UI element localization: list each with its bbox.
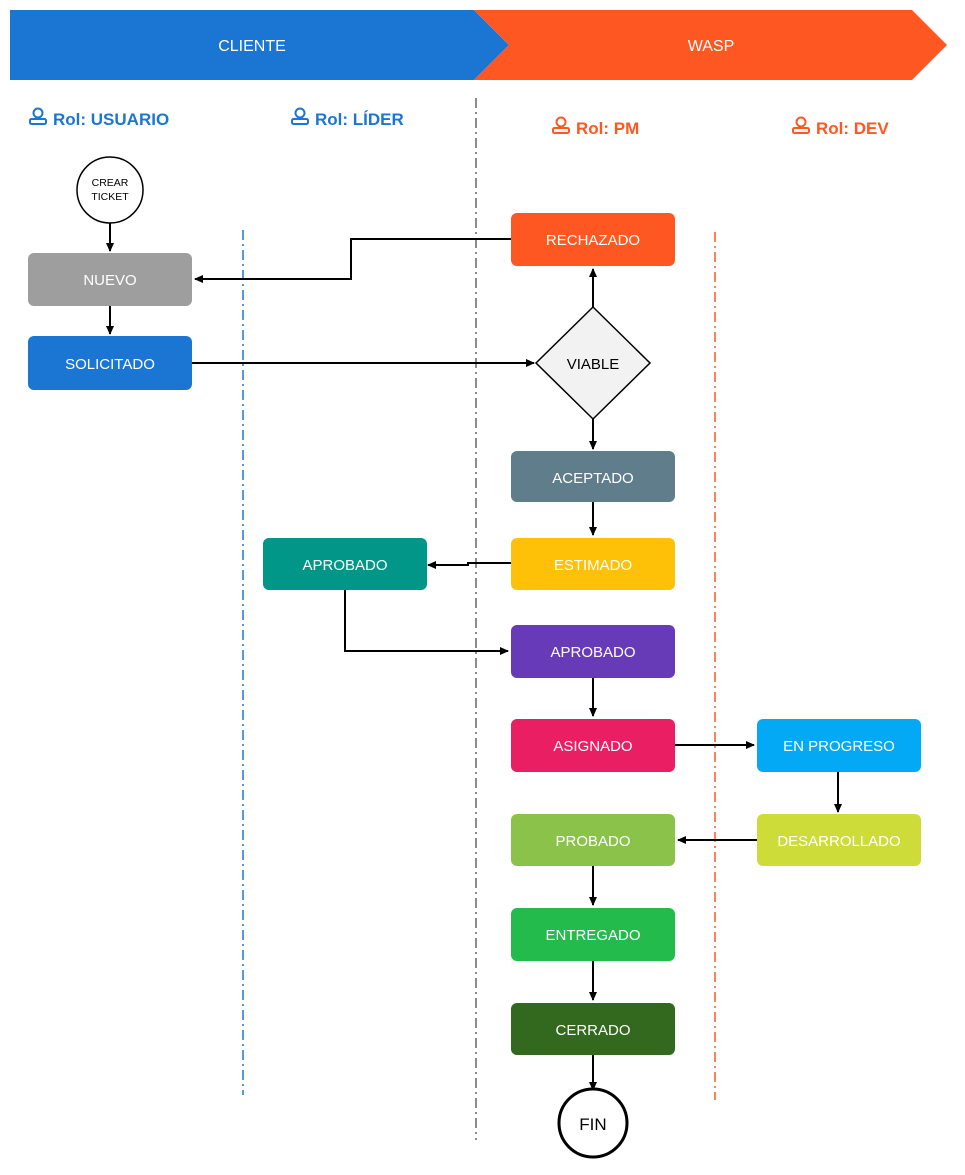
status-label: APROBADO	[550, 644, 635, 661]
role-usuario: Rol: USUARIO	[29, 107, 169, 129]
status-label: CERRADO	[555, 1022, 630, 1039]
status-node-asignado[interactable]: ASIGNADO	[511, 719, 675, 772]
status-node-cerrado[interactable]: CERRADO	[511, 1003, 675, 1055]
status-node-rechazado[interactable]: RECHAZADO	[511, 213, 675, 266]
role-lider-label: Rol: LÍDER	[315, 110, 404, 129]
user-icon	[29, 107, 47, 125]
start-node-crear-ticket[interactable]: CREAR TICKET	[76, 156, 144, 224]
status-label: NUEVO	[83, 272, 136, 289]
status-node-aprobado-pm[interactable]: APROBADO	[511, 625, 675, 678]
connector-rechazado-nuevo	[194, 238, 511, 283]
status-label: PROBADO	[555, 833, 630, 850]
status-label: ENTREGADO	[545, 927, 640, 944]
status-label: ASIGNADO	[553, 738, 632, 755]
status-label: RECHAZADO	[546, 232, 640, 249]
decision-node-viable[interactable]: VIABLE	[534, 305, 652, 421]
connector-estimado-aprobado-lider	[427, 561, 511, 569]
header-cliente-label: CLIENTE	[218, 38, 286, 55]
status-node-entregado[interactable]: ENTREGADO	[511, 908, 675, 961]
status-node-probado[interactable]: PROBADO	[511, 814, 675, 866]
role-pm: Rol: PM	[552, 116, 639, 138]
connector-aprobado-lider-aprobado-pm	[344, 590, 509, 655]
crear-ticket-line-1: CREAR	[92, 177, 129, 189]
status-node-en-progreso[interactable]: EN PROGRESO	[757, 719, 921, 772]
status-node-aprobado-lider[interactable]: APROBADO	[263, 538, 427, 590]
header-wasp: WASP	[474, 10, 947, 80]
header-cliente: CLIENTE	[10, 10, 509, 80]
status-label: ACEPTADO	[552, 470, 633, 487]
role-pm-label: Rol: PM	[576, 119, 639, 138]
decision-label: VIABLE	[567, 356, 620, 373]
end-node-fin[interactable]: FIN	[557, 1087, 629, 1159]
role-lider: Rol: LÍDER	[291, 107, 404, 129]
status-label: ESTIMADO	[554, 557, 632, 574]
connectors	[106, 223, 842, 1091]
status-node-estimado[interactable]: ESTIMADO	[511, 538, 675, 590]
status-label: EN PROGRESO	[783, 738, 895, 755]
crear-ticket-line-2: TICKET	[91, 191, 129, 203]
status-label: SOLICITADO	[65, 356, 155, 373]
status-node-desarrollado[interactable]: DESARROLLADO	[757, 814, 921, 866]
role-dev-label: Rol: DEV	[816, 119, 889, 138]
role-usuario-label: Rol: USUARIO	[53, 110, 169, 129]
user-icon	[792, 116, 810, 134]
status-node-aceptado[interactable]: ACEPTADO	[511, 451, 675, 502]
status-node-solicitado[interactable]: SOLICITADO	[28, 336, 192, 390]
header-wasp-label: WASP	[688, 38, 735, 55]
status-label: APROBADO	[302, 557, 387, 574]
user-icon	[552, 116, 570, 134]
status-node-nuevo[interactable]: NUEVO	[28, 253, 192, 306]
fin-label: FIN	[579, 1115, 606, 1134]
role-dev: Rol: DEV	[792, 116, 889, 138]
status-label: DESARROLLADO	[777, 833, 900, 850]
user-icon	[291, 107, 309, 125]
